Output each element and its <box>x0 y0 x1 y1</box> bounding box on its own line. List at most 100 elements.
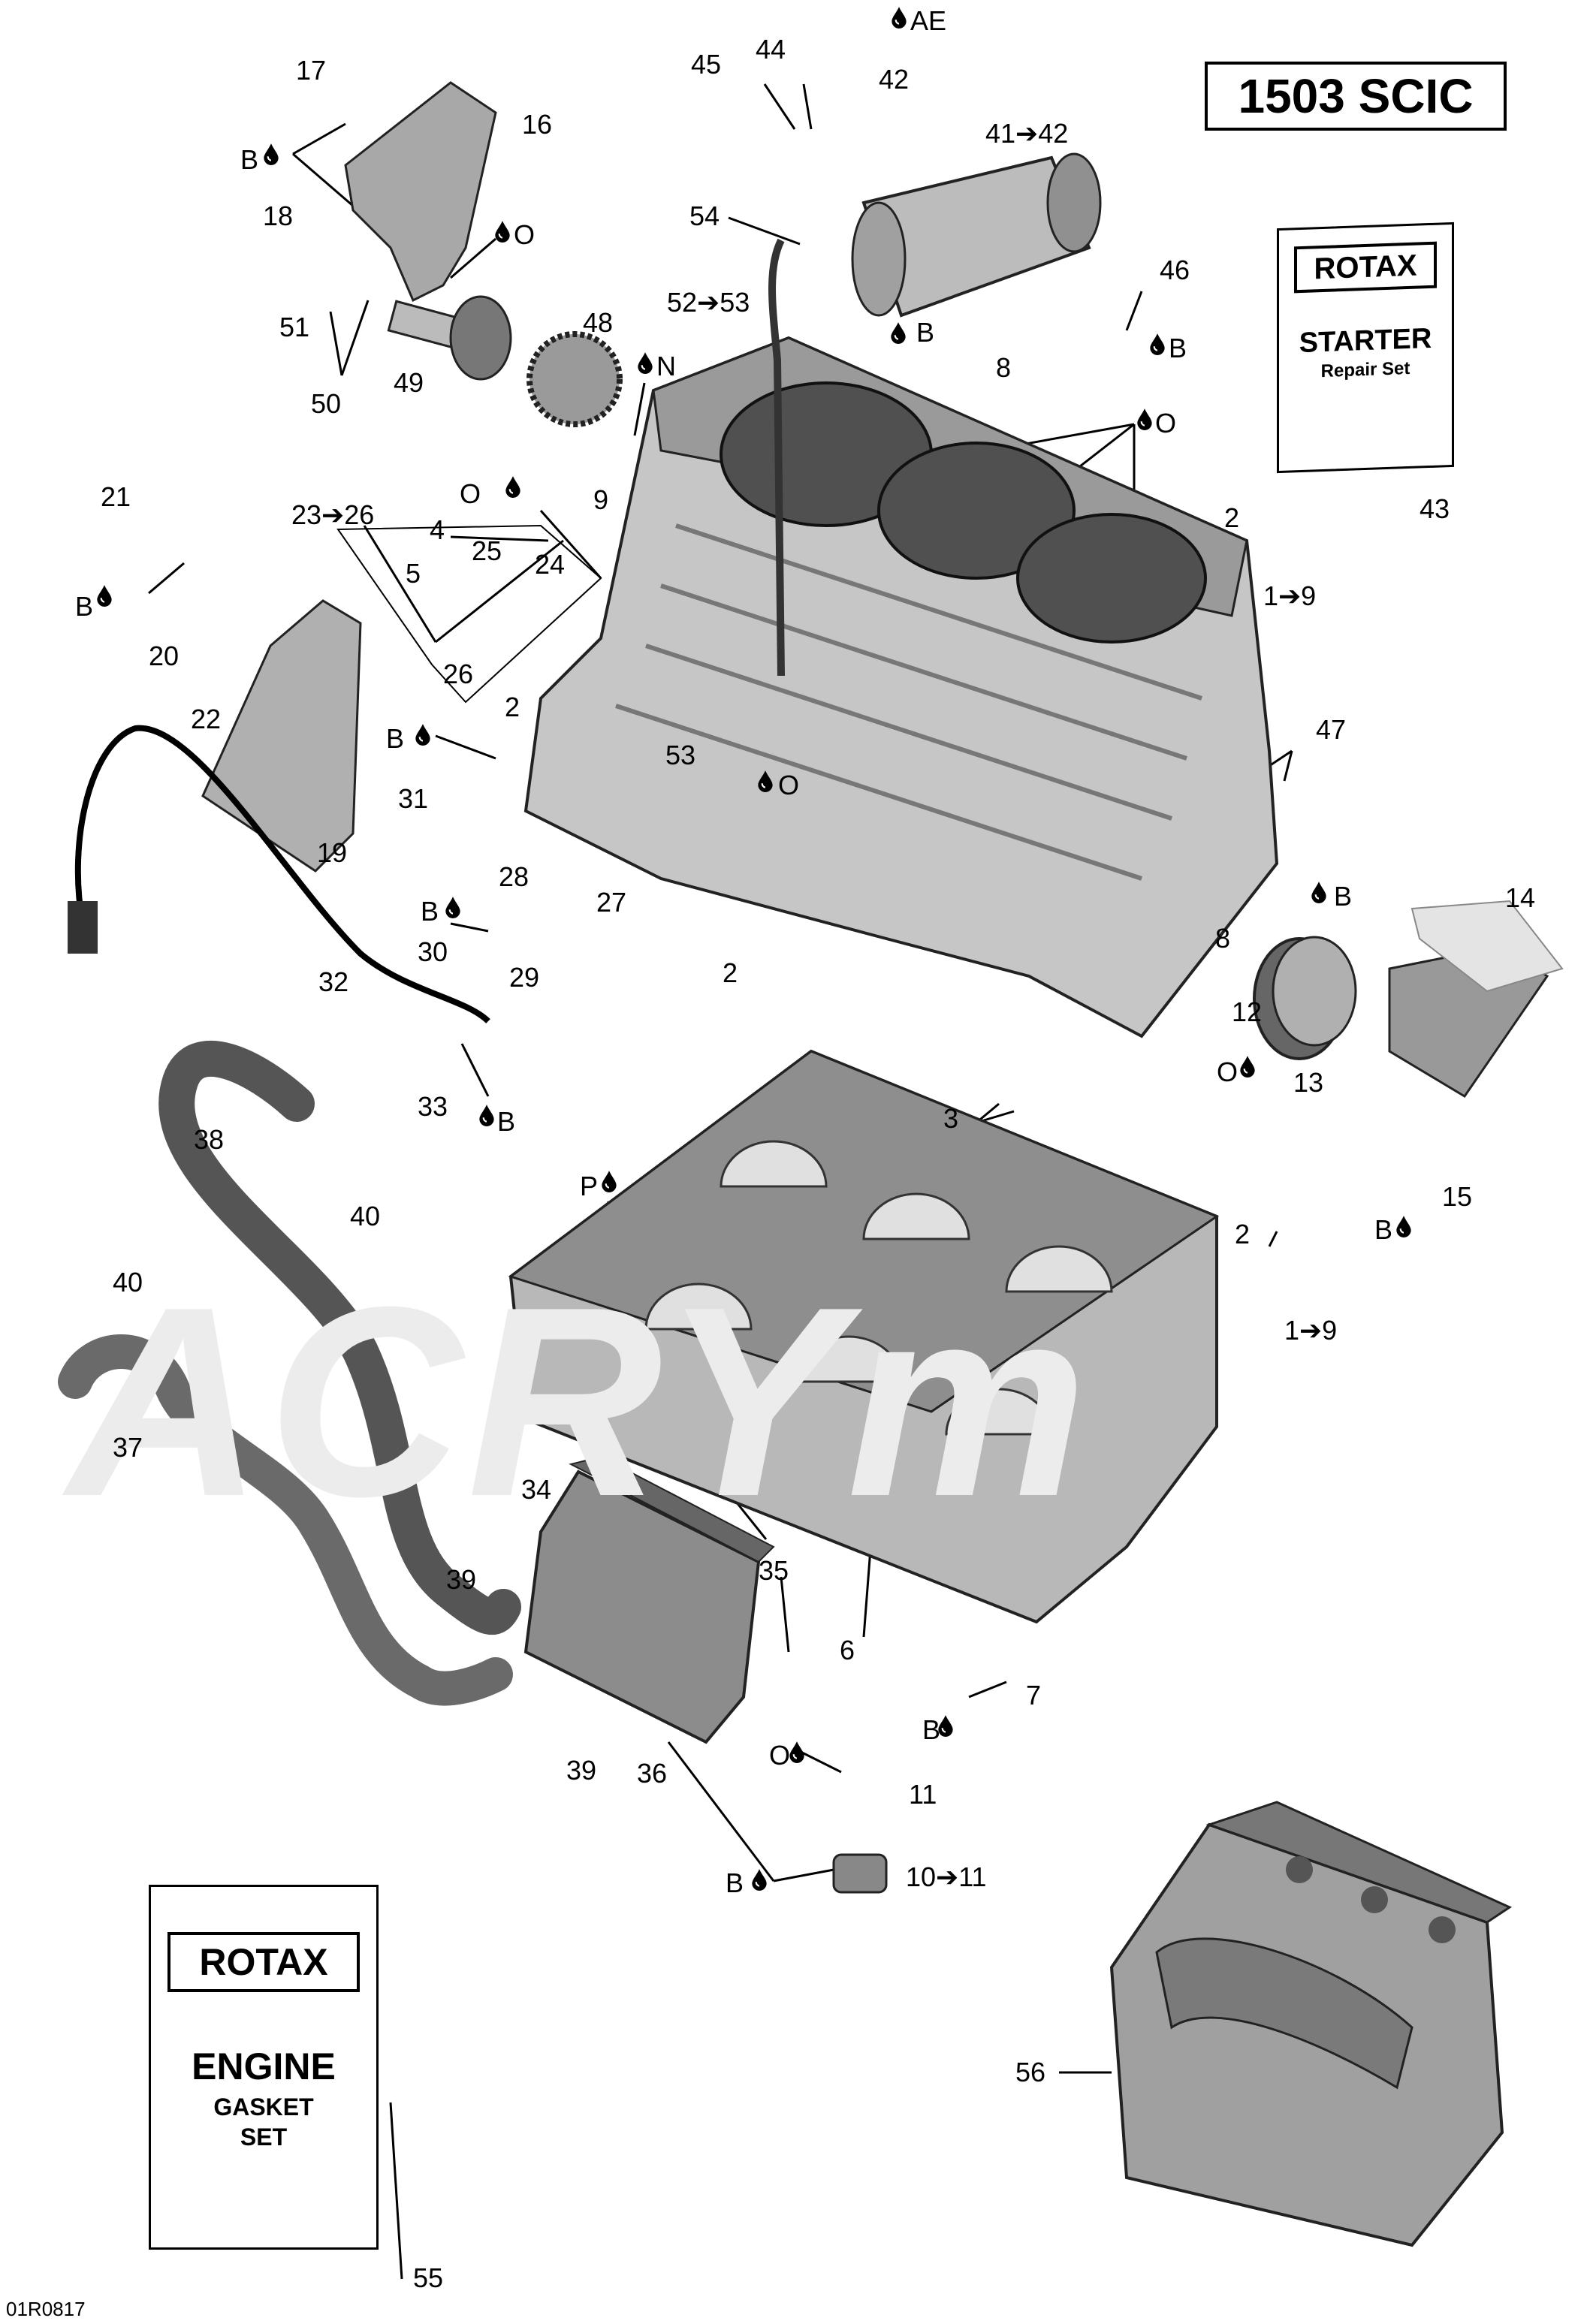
callout-18: 18 <box>263 200 294 231</box>
gasket-set-brand: ROTAX <box>167 1932 360 1992</box>
callout-b-30: B <box>421 896 439 927</box>
callout-54: 54 <box>689 200 720 231</box>
drawing-code: 01R0817 <box>6 2298 86 2320</box>
drive-gear-48 <box>526 331 623 427</box>
callout-38: 38 <box>194 1124 225 1155</box>
callout-20: 20 <box>149 641 180 671</box>
model-tag-box: 1503 SCIC <box>1205 62 1507 131</box>
callout-b-8: B <box>916 317 935 348</box>
callout-46: 46 <box>1160 255 1190 285</box>
starter-set-title: STARTER <box>1299 322 1432 360</box>
callout-b-16: B <box>240 144 259 175</box>
complete-engine-56 <box>1109 1801 1513 2247</box>
callout-1-9-lower: 1➔9 <box>1284 1315 1338 1346</box>
callout-9: 9 <box>593 484 609 515</box>
callout-26: 26 <box>443 659 474 689</box>
callout-31: 31 <box>398 783 429 814</box>
callout-50: 50 <box>311 388 342 419</box>
drain-plug-10 <box>832 1853 888 1894</box>
model-tag: 1503 SCIC <box>1238 69 1474 123</box>
group-bracket-23-26 <box>336 524 602 704</box>
callout-b-7: B <box>922 1714 941 1745</box>
callout-52-53: 52➔53 <box>667 287 750 318</box>
engine-bracket-19 <box>201 599 362 873</box>
callout-11: 11 <box>909 1779 937 1810</box>
callout-2-left: 2 <box>505 692 520 722</box>
callout-b-31: B <box>386 723 405 754</box>
callout-p-crankcase: P <box>580 1171 599 1201</box>
callout-56: 56 <box>1015 2057 1046 2087</box>
callout-13: 13 <box>1293 1067 1324 1098</box>
lower-crankcase <box>508 1049 1220 1624</box>
engine-bracket-16 <box>344 81 497 303</box>
starter-repair-set-booklet: ROTAX STARTER Repair Set <box>1277 222 1454 474</box>
callout-39-upper: 39 <box>446 1564 477 1595</box>
callout-b-10: B <box>726 1867 744 1898</box>
callout-35: 35 <box>759 1555 789 1586</box>
callout-49: 49 <box>394 367 424 398</box>
starter-set-subtitle: Repair Set <box>1320 357 1410 382</box>
callout-b-46: B <box>1169 333 1187 363</box>
starter-motor <box>851 152 1102 318</box>
coolant-hose-37 <box>58 1334 513 1706</box>
callout-42: 42 <box>879 64 910 95</box>
callout-55: 55 <box>413 2262 444 2293</box>
cover-12 <box>1253 936 1357 1060</box>
gasket-set-line1: ENGINE <box>192 2045 336 2087</box>
callout-2-upper: 2 <box>1224 502 1240 533</box>
callout-o-24: O <box>460 478 481 509</box>
callout-19: 19 <box>317 837 348 868</box>
callout-14: 14 <box>1505 882 1536 913</box>
heat-shield-14 <box>1410 900 1564 993</box>
starter-set-brand: ROTAX <box>1294 241 1437 294</box>
callout-39-lower: 39 <box>566 1755 597 1786</box>
callout-37: 37 <box>113 1432 143 1463</box>
callout-53: 53 <box>665 740 696 770</box>
callout-15: 15 <box>1442 1181 1473 1212</box>
shaft-49 <box>387 295 512 381</box>
callout-5: 5 <box>406 558 421 589</box>
callout-22: 22 <box>191 704 222 734</box>
callout-40-lower: 40 <box>113 1267 143 1298</box>
callout-4: 4 <box>430 514 445 545</box>
sensor-connector <box>68 901 98 954</box>
callout-41-42: 41➔42 <box>985 118 1069 149</box>
callout-17: 17 <box>296 55 327 86</box>
callout-21: 21 <box>101 481 131 512</box>
callout-2-lower: 2 <box>1235 1219 1251 1249</box>
callout-44: 44 <box>756 34 786 65</box>
engine-gasket-set-booklet: ROTAX ENGINE GASKET SET <box>149 1885 379 2250</box>
callout-8: 8 <box>996 352 1012 383</box>
callout-48: 48 <box>583 307 614 338</box>
callout-6: 6 <box>840 1635 855 1665</box>
callout-43: 43 <box>1420 493 1450 524</box>
callout-47: 47 <box>1316 714 1347 745</box>
callout-b-15: B <box>1374 1214 1393 1245</box>
gasket-set-line2: GASKET <box>213 2093 314 2121</box>
callout-24: 24 <box>535 549 566 580</box>
watermark: ACRYm <box>68 1251 1092 1553</box>
sensor-wire-32 <box>74 725 490 1023</box>
callout-29: 29 <box>509 962 540 993</box>
callout-o-53: O <box>778 770 800 800</box>
callout-3: 3 <box>943 1103 959 1134</box>
callout-16: 16 <box>522 109 553 140</box>
callout-32: 32 <box>318 966 349 997</box>
callout-o-13: O <box>1217 1057 1238 1087</box>
callout-36: 36 <box>637 1758 668 1789</box>
upper-crankcase-cylinder-block <box>523 238 1279 1038</box>
callout-8-right: 8 <box>1215 923 1231 954</box>
callout-b-8-right: B <box>1334 881 1353 912</box>
callout-33: 33 <box>418 1091 448 1122</box>
callout-ae-42: AE <box>910 5 947 36</box>
callout-o-cylinders: O <box>1155 408 1177 439</box>
callout-n-9: N <box>656 351 676 381</box>
callout-b-33: B <box>497 1106 516 1137</box>
callout-1-9-upper: 1➔9 <box>1263 580 1317 611</box>
callout-27: 27 <box>596 887 627 918</box>
callout-25: 25 <box>472 535 502 566</box>
gasket-set-line3: SET <box>240 2124 288 2151</box>
callout-7: 7 <box>1026 1680 1042 1711</box>
